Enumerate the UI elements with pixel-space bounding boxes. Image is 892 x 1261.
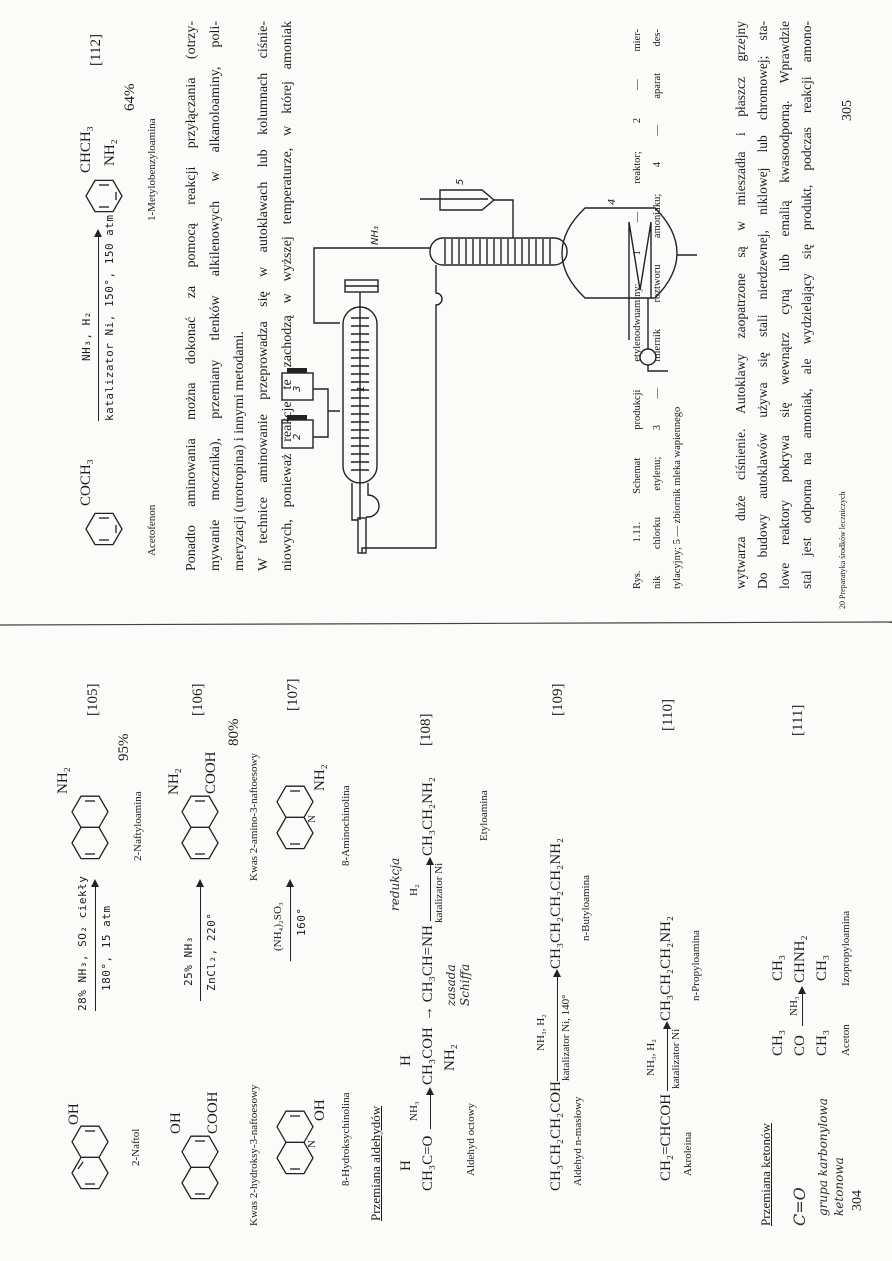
benzene-structure	[85, 512, 123, 546]
naphthalene-structure	[181, 795, 219, 860]
label-tank: 4	[607, 199, 618, 205]
vessel-5	[420, 189, 514, 238]
label-meter-3: 3	[292, 386, 303, 392]
label-vessel: 5	[455, 179, 466, 185]
naphthalene-structure	[71, 795, 109, 860]
label-nh3: NH₃	[370, 226, 381, 245]
quinoline-structure	[276, 1110, 314, 1175]
condenser	[429, 237, 568, 266]
naphthalene-structure	[181, 1135, 219, 1200]
meters-2-3	[281, 368, 340, 449]
quinoline-structure	[276, 785, 314, 850]
page-gutter	[0, 621, 892, 626]
naphthalene-structure	[71, 1125, 109, 1190]
tank-4	[561, 207, 697, 372]
label-meter-2: 2	[292, 434, 303, 440]
piping	[313, 247, 443, 553]
label-reactor: 1	[356, 386, 367, 392]
benzene-structure	[85, 179, 123, 213]
reactor-1	[342, 279, 380, 554]
